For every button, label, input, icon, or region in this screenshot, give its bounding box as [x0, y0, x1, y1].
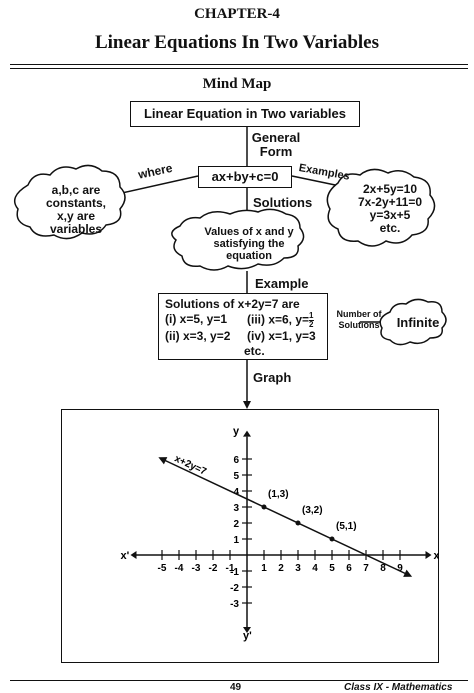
y-tick-label: -2 — [230, 583, 239, 594]
general-form-label-line1: General — [251, 130, 301, 145]
number-of-solutions-label: Number of Solutions — [332, 309, 386, 331]
fraction-denominator: 2 — [309, 320, 314, 329]
y-tick-label: 1 — [233, 535, 239, 546]
y-tick-label: 4 — [233, 487, 239, 498]
page-number: 49 — [230, 682, 242, 693]
x-tick-label: 8 — [380, 563, 386, 574]
x-tick-label: -3 — [192, 563, 201, 574]
solutions-line-2: satisfying the — [213, 238, 285, 250]
root-box: Linear Equation in Two variables — [130, 101, 360, 127]
example-label: Example — [255, 276, 309, 291]
x-axis-label: x — [434, 550, 440, 562]
line-arrow-end — [403, 569, 413, 577]
x-tick-label: -1 — [226, 563, 235, 574]
x-tick-label: 3 — [295, 563, 301, 574]
number-of-label: Number of — [336, 309, 382, 319]
infinite-cloud — [379, 298, 447, 346]
y-tick-label: -3 — [230, 599, 239, 610]
x-axis-arrow-right — [425, 551, 432, 559]
line-arrow-start — [158, 457, 168, 465]
x-tick-label: 2 — [278, 563, 284, 574]
y-tick-label: 6 — [233, 455, 239, 466]
solution-point — [261, 504, 267, 510]
y-axis-label: y — [233, 426, 240, 438]
example-eq-3: y=3x+5 — [369, 208, 411, 222]
line-equation-label: x+2y=7 — [173, 453, 209, 478]
x-tick-label: 5 — [329, 563, 335, 574]
solution-point-label: (5,1) — [336, 521, 357, 532]
example-item-3-prefix: (iii) x=6, y= — [247, 312, 310, 327]
solutions-cloud — [171, 208, 305, 271]
y-prime-label: y' — [243, 630, 252, 642]
example-eq-1: 2x+5y=10 — [362, 182, 418, 196]
example-eq-2: 7x-2y+11=0 — [357, 195, 423, 209]
header-rule-bottom — [10, 68, 468, 69]
where-cloud — [13, 164, 126, 240]
example-item-2: (ii) x=3, y=2 — [165, 329, 231, 343]
example-eq-4: etc. — [379, 221, 401, 235]
example-item-1: (i) x=5, y=1 — [165, 312, 228, 326]
y-tick-label: -1 — [230, 567, 239, 578]
chapter-label: CHAPTER-4 — [194, 6, 280, 22]
graph-label: Graph — [253, 370, 292, 385]
examples-cloud — [326, 168, 436, 247]
y-axis-arrow-up — [243, 430, 251, 437]
general-form-label: General Form — [236, 131, 316, 159]
header-rule-top — [10, 64, 468, 65]
where-line-2: constants, — [45, 196, 106, 210]
x-prime-label: x' — [121, 550, 130, 562]
where-line-4: variables — [49, 222, 103, 236]
general-form-label-line2: Form — [259, 144, 293, 159]
x-tick-label: -2 — [209, 563, 218, 574]
graph-frame — [61, 409, 439, 663]
solutions-cloud-text: Values of x and y satisfying the equatio… — [176, 226, 322, 262]
infinite-cloud-text: Infinite — [396, 315, 440, 330]
example-box-title: Solutions of x+2y=7 are — [165, 297, 300, 311]
fraction-numerator: 1 — [309, 311, 314, 321]
solution-point — [295, 520, 301, 526]
y-tick-label: 2 — [233, 519, 239, 530]
solutions-label: Solutions — [253, 195, 313, 210]
example-solutions-box: Solutions of x+2y=7 are (i) x=5, y=1 (ii… — [158, 293, 328, 360]
x-tick-label: 1 — [261, 563, 267, 574]
solution-point-label: (3,2) — [302, 505, 323, 516]
footer-rule — [10, 680, 468, 681]
x-tick-label: 9 — [397, 563, 403, 574]
example-item-4: (iv) x=1, y=3 — [247, 329, 316, 343]
x-tick-label: 7 — [363, 563, 369, 574]
solutions-line-1: Values of x and y — [204, 226, 294, 238]
x-tick-label: -4 — [175, 563, 184, 574]
x-axis-arrow-left — [130, 551, 137, 559]
solutions-small-label: Solutions — [338, 320, 380, 330]
y-axis-arrow-down — [243, 627, 251, 633]
book-title: Class IX - Mathematics — [344, 682, 453, 693]
y-tick-label: 3 — [233, 503, 239, 514]
chapter-title: Linear Equations In Two Variables — [94, 32, 380, 53]
mind-map-title: Mind Map — [202, 76, 272, 92]
examples-cloud-text: 2x+5y=10 7x-2y+11=0 y=3x+5 etc. — [338, 183, 442, 235]
solution-point — [329, 536, 335, 542]
where-line-1: a,b,c are — [51, 183, 101, 197]
y-tick-label: 5 — [233, 471, 239, 482]
line-x-plus-2y-eq-7 — [161, 458, 409, 576]
x-tick-label: 6 — [346, 563, 352, 574]
x-tick-label: 4 — [312, 563, 318, 574]
where-cloud-text: a,b,c are constants, x,y are variables — [26, 184, 126, 236]
solution-point-label: (1,3) — [268, 489, 289, 500]
x-tick-label: -5 — [158, 563, 167, 574]
where-line-3: x,y are — [56, 209, 96, 223]
solutions-line-3: equation — [226, 250, 272, 262]
example-row-2: (ii) x=3, y=2 (iv) x=1, y=3 — [165, 329, 321, 344]
example-etc: etc. — [244, 344, 265, 358]
general-form-box: ax+by+c=0 — [198, 166, 292, 188]
